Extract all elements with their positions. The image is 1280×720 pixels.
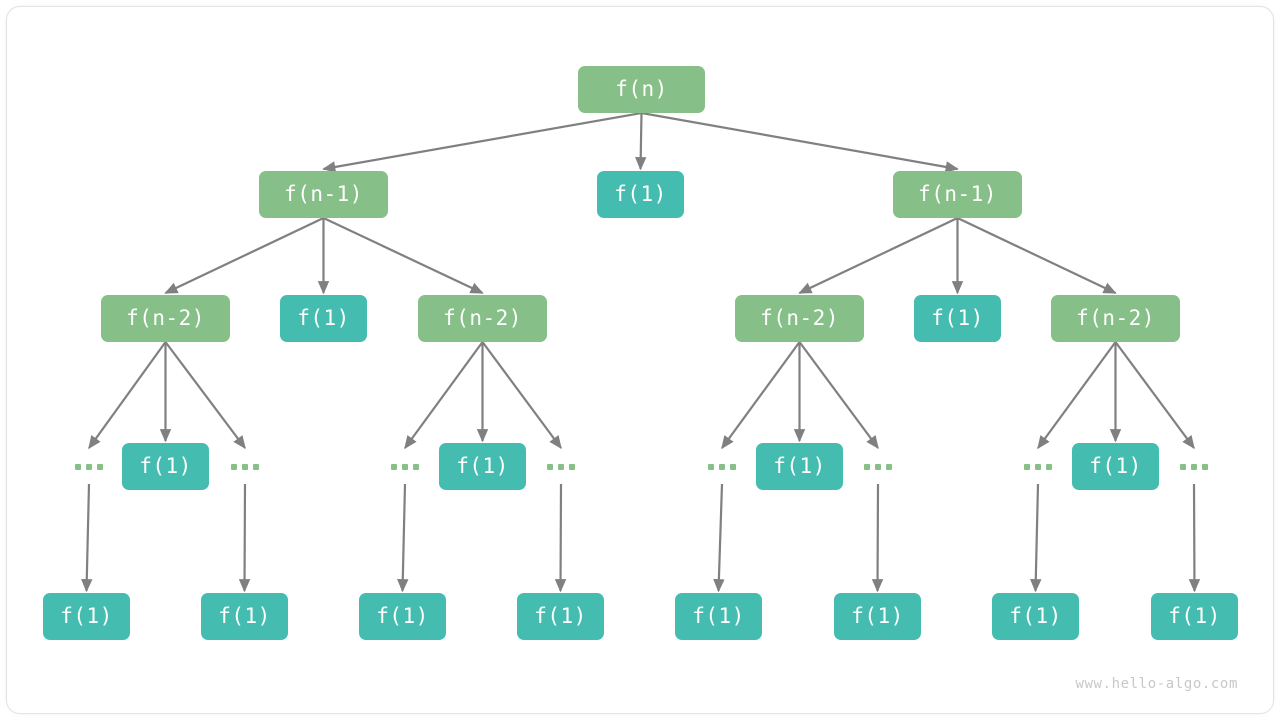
node-label: f(1) [376, 604, 429, 628]
node-label: f(n-2) [443, 306, 522, 330]
recursive-node: f(n-1) [893, 171, 1022, 218]
node-label: f(1) [297, 306, 350, 330]
base-case-node: f(1) [597, 171, 684, 218]
base-case-node: f(1) [756, 443, 843, 490]
node-label: f(n-1) [284, 182, 363, 206]
ellipsis-marker: ... [1175, 450, 1213, 484]
ellipsis-dot [569, 464, 575, 470]
ellipsis-dot [253, 464, 259, 470]
node-label: f(1) [456, 454, 509, 478]
ellipsis-dot [75, 464, 81, 470]
ellipsis-dot [97, 464, 103, 470]
ellipsis-dot [1180, 464, 1186, 470]
ellipsis-dot [547, 464, 553, 470]
node-label: f(1) [692, 604, 745, 628]
ellipsis-dot [875, 464, 881, 470]
ellipsis-dot [1046, 464, 1052, 470]
ellipsis-marker: ... [226, 450, 264, 484]
ellipsis-dot [886, 464, 892, 470]
ellipsis-dot [719, 464, 725, 470]
ellipsis-dot [1191, 464, 1197, 470]
ellipsis-dot [1024, 464, 1030, 470]
base-case-node: f(1) [1151, 593, 1238, 640]
ellipsis-marker: ... [542, 450, 580, 484]
ellipsis-dot [708, 464, 714, 470]
recursive-node: f(n-2) [101, 295, 230, 342]
base-case-node: f(1) [201, 593, 288, 640]
recursive-node: f(n-2) [735, 295, 864, 342]
ellipsis-marker: ... [703, 450, 741, 484]
node-label: f(n-2) [760, 306, 839, 330]
node-label: f(1) [773, 454, 826, 478]
ellipsis-marker: ... [70, 450, 108, 484]
ellipsis-marker: ... [1019, 450, 1057, 484]
node-label: f(n-2) [1076, 306, 1155, 330]
ellipsis-dot [86, 464, 92, 470]
ellipsis-marker: ... [386, 450, 424, 484]
ellipsis-dot [558, 464, 564, 470]
node-label: f(n) [615, 77, 668, 101]
node-label: f(n-2) [126, 306, 205, 330]
recursive-node: f(n-2) [1051, 295, 1180, 342]
ellipsis-dot [413, 464, 419, 470]
base-case-node: f(1) [914, 295, 1001, 342]
base-case-node: f(1) [359, 593, 446, 640]
ellipsis-dot [1202, 464, 1208, 470]
ellipsis-dot [1035, 464, 1041, 470]
base-case-node: f(1) [280, 295, 367, 342]
node-label: f(1) [851, 604, 904, 628]
node-label: f(n-1) [918, 182, 997, 206]
recursive-node: f(n-1) [259, 171, 388, 218]
base-case-node: f(1) [122, 443, 209, 490]
node-label: f(1) [614, 182, 667, 206]
recursive-node: f(n-2) [418, 295, 547, 342]
base-case-node: f(1) [992, 593, 1079, 640]
node-label: f(1) [534, 604, 587, 628]
ellipsis-dot [242, 464, 248, 470]
node-label: f(1) [931, 306, 984, 330]
ellipsis-dot [864, 464, 870, 470]
node-label: f(1) [218, 604, 271, 628]
base-case-node: f(1) [439, 443, 526, 490]
node-label: f(1) [1009, 604, 1062, 628]
base-case-node: f(1) [675, 593, 762, 640]
ellipsis-marker: ... [859, 450, 897, 484]
ellipsis-dot [730, 464, 736, 470]
node-label: f(1) [60, 604, 113, 628]
node-label: f(1) [139, 454, 192, 478]
ellipsis-dot [391, 464, 397, 470]
base-case-node: f(1) [834, 593, 921, 640]
node-label: f(1) [1168, 604, 1221, 628]
recursive-node: f(n) [578, 66, 705, 113]
base-case-node: f(1) [517, 593, 604, 640]
ellipsis-dot [231, 464, 237, 470]
base-case-node: f(1) [43, 593, 130, 640]
node-label: f(1) [1089, 454, 1142, 478]
ellipsis-dot [402, 464, 408, 470]
base-case-node: f(1) [1072, 443, 1159, 490]
watermark: www.hello-algo.com [1075, 676, 1238, 692]
